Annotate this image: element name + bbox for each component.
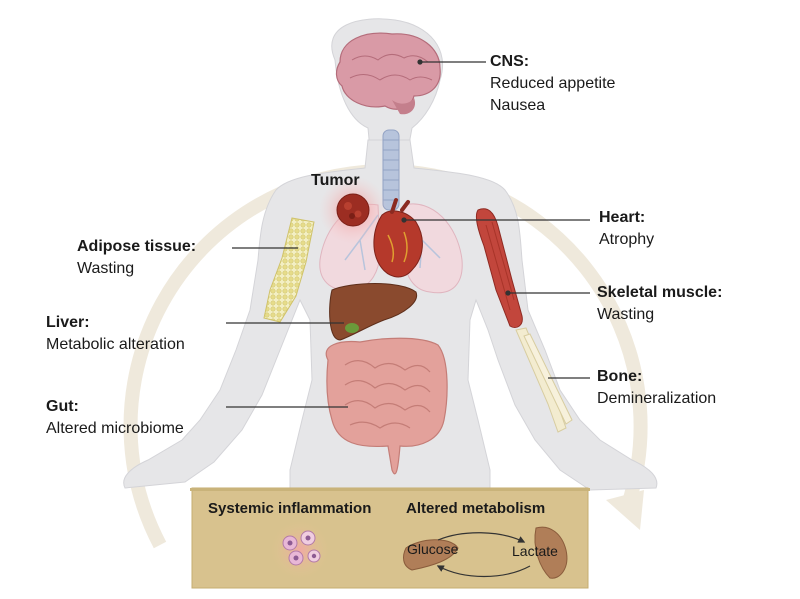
adipose-effect: Wasting (77, 260, 135, 277)
brain-organ (335, 32, 441, 115)
metabolism-muscle-icon (534, 526, 568, 579)
liver-organ (329, 283, 418, 341)
metabolism-liver-icon (403, 539, 459, 571)
skeletal-muscle (475, 208, 523, 329)
adipose-tissue (263, 217, 315, 323)
bottom-summary-box (190, 487, 590, 589)
tumor-mass (319, 176, 387, 244)
gut-effect: Altered microbiome (46, 420, 184, 437)
lactate-label: Lactate (512, 543, 558, 559)
intestines (325, 337, 448, 475)
bone-title: Bone: (597, 368, 643, 385)
adipose-title: Adipose tissue: (77, 238, 197, 255)
bone-label: Bone: Demineralization (597, 366, 716, 410)
glucose-label: Glucose (407, 541, 459, 557)
adipose-label: Adipose tissue: Wasting (77, 236, 196, 280)
cns-label: CNS: Reduced appetite Nausea (490, 51, 615, 117)
liver-effect: Metabolic alteration (46, 336, 185, 353)
glucose-to-lactate-arrow (437, 532, 526, 543)
altered-metabolism-title: Altered metabolism (406, 500, 546, 517)
leader-lines (226, 59, 590, 408)
heart-organ (373, 198, 423, 278)
cns-title: CNS: (490, 53, 530, 70)
trachea (382, 129, 400, 211)
lactate-to-glucose-arrow (436, 565, 531, 578)
cns-effect-2: Nausea (490, 97, 546, 114)
skeletal-title: Skeletal muscle: (597, 284, 723, 301)
immune-cells (282, 530, 321, 566)
liver-title: Liver: (46, 314, 90, 331)
heart-title: Heart: (599, 209, 646, 226)
systemic-inflammation-title: Systemic inflammation (208, 500, 372, 517)
bone-effect: Demineralization (597, 390, 717, 407)
inflammation-glow (270, 520, 330, 580)
liver-label: Liver: Metabolic alteration (46, 312, 185, 356)
gut-label: Gut: Altered microbiome (46, 396, 184, 440)
skeletal-muscle-label: Skeletal muscle: Wasting (597, 282, 722, 326)
tumor-label: Tumor (311, 172, 360, 189)
heart-label: Heart: Atrophy (599, 207, 654, 251)
cns-effect-1: Reduced appetite (490, 75, 616, 92)
heart-effect: Atrophy (599, 231, 655, 248)
gut-title: Gut: (46, 398, 79, 415)
forearm-bone (515, 327, 573, 433)
skeletal-effect: Wasting (597, 306, 655, 323)
